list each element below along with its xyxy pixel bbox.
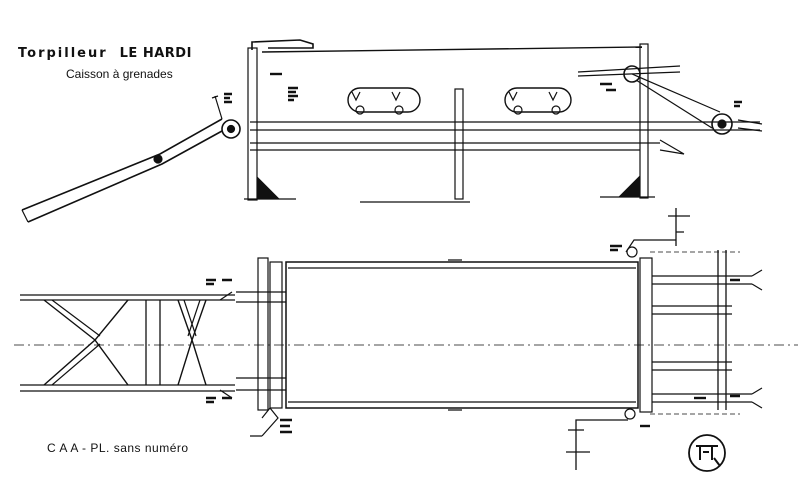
rear-drum bbox=[221, 119, 241, 139]
drawing-title: Torpilleur LE HARDI bbox=[18, 46, 192, 61]
source-reference: C A A - PL. sans numéro bbox=[47, 441, 189, 455]
rear-post bbox=[247, 47, 258, 201]
middle-stanchion bbox=[454, 88, 464, 200]
deck-beam bbox=[250, 121, 760, 151]
launch-ramp bbox=[21, 95, 223, 223]
drawing-subtitle: Caisson à grenades bbox=[66, 67, 173, 81]
crank-handle bbox=[251, 39, 314, 50]
side-view bbox=[21, 39, 763, 223]
bottom-crank bbox=[566, 408, 636, 470]
title-prefix: Torpilleur bbox=[18, 46, 108, 61]
top-rail bbox=[261, 46, 643, 53]
charge-cradle-1 bbox=[347, 87, 421, 115]
top-crank bbox=[625, 208, 690, 258]
charge-cradle-2 bbox=[504, 87, 572, 115]
lattice-beam bbox=[20, 294, 235, 392]
ship-name: LE HARDI bbox=[119, 46, 192, 61]
front-post bbox=[639, 43, 649, 199]
plan-view bbox=[14, 208, 798, 470]
base-line bbox=[244, 196, 655, 203]
release-mechanism bbox=[577, 65, 763, 155]
stamp-logo-icon bbox=[688, 434, 726, 472]
caisson-box bbox=[285, 261, 639, 409]
